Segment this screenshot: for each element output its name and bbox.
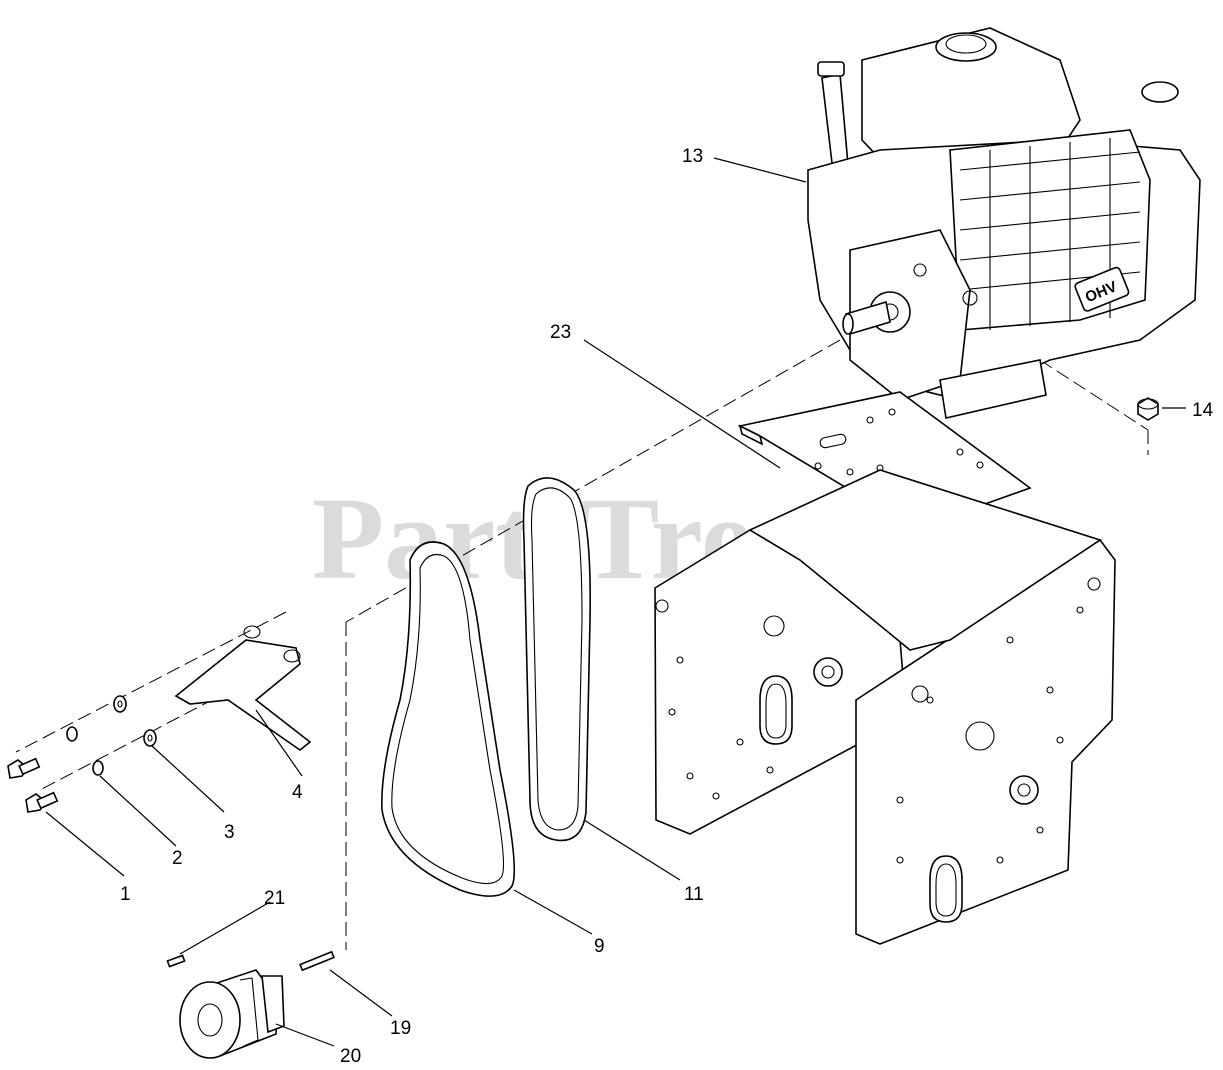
callout-11: 11 xyxy=(684,884,704,905)
callout-3: 3 xyxy=(224,822,235,843)
callout-4: 4 xyxy=(292,782,303,803)
frame-housing xyxy=(654,469,1116,945)
callout-21: 21 xyxy=(264,888,285,909)
callout-19: 19 xyxy=(390,1018,411,1039)
callout-2: 2 xyxy=(172,848,183,869)
assembly-lines xyxy=(15,339,1149,950)
callout-labels: 13 14 23 4 3 2 1 11 9 21 19 20 xyxy=(120,146,1214,1067)
bracket xyxy=(174,625,312,751)
belt-9 xyxy=(381,541,516,897)
lock-washers xyxy=(66,726,104,776)
callout-20: 20 xyxy=(340,1046,361,1067)
key xyxy=(166,954,186,968)
callout-23: 23 xyxy=(550,322,571,343)
washers xyxy=(113,695,157,747)
callout-1: 1 xyxy=(120,884,131,905)
callout-13: 13 xyxy=(682,146,703,167)
engine: OHV xyxy=(807,27,1201,419)
nut xyxy=(1137,397,1159,421)
leader-lines xyxy=(45,157,1186,1047)
belt-11 xyxy=(522,477,591,842)
callout-9: 9 xyxy=(594,936,605,957)
pulley xyxy=(179,969,285,1059)
bolts xyxy=(7,757,59,813)
pin xyxy=(299,950,335,972)
callout-14: 14 xyxy=(1192,400,1214,421)
